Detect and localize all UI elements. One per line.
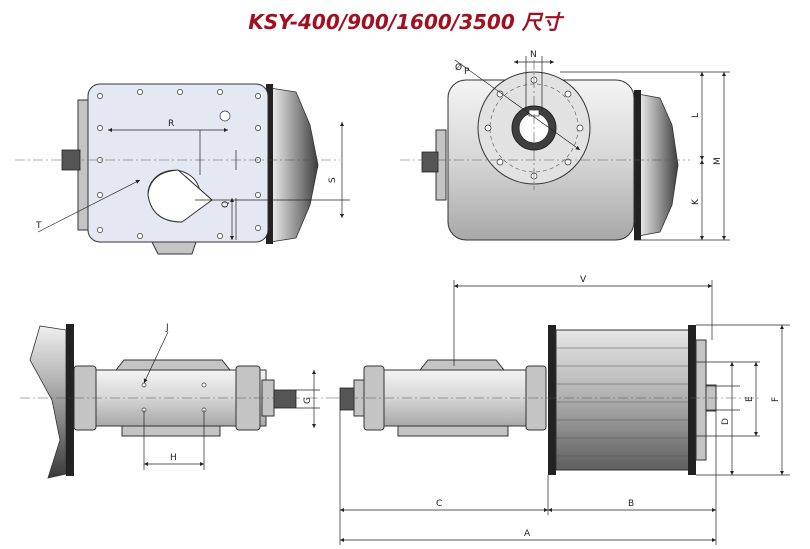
label-J: J bbox=[165, 323, 169, 333]
label-A: A bbox=[524, 529, 531, 539]
label-S: S bbox=[328, 177, 338, 183]
label-L: L bbox=[691, 113, 701, 118]
diameter-symbol: Ø bbox=[455, 62, 462, 73]
label-N: N bbox=[530, 50, 537, 60]
label-C: C bbox=[436, 499, 442, 509]
label-E: E bbox=[745, 396, 755, 402]
label-M: M bbox=[713, 157, 723, 165]
label-T: T bbox=[35, 221, 42, 231]
label-R: R bbox=[168, 119, 174, 129]
label-D: D bbox=[721, 418, 731, 425]
label-H: H bbox=[170, 453, 177, 463]
view-front-right: N Ø P L M K bbox=[400, 50, 730, 241]
label-B: B bbox=[628, 499, 634, 509]
label-P: P bbox=[464, 67, 470, 77]
view-front-left: R S Q T bbox=[15, 83, 350, 255]
label-F: F bbox=[771, 397, 781, 402]
label-K: K bbox=[691, 198, 701, 205]
label-G: G bbox=[303, 397, 313, 404]
view-side-right: V D E F C B A bbox=[330, 275, 790, 545]
page-title: KSY-400/900/1600/3500 尺寸 bbox=[248, 10, 562, 34]
view-side-left: H J G bbox=[20, 323, 330, 479]
label-Q: Q bbox=[221, 201, 231, 208]
label-V: V bbox=[580, 275, 587, 285]
